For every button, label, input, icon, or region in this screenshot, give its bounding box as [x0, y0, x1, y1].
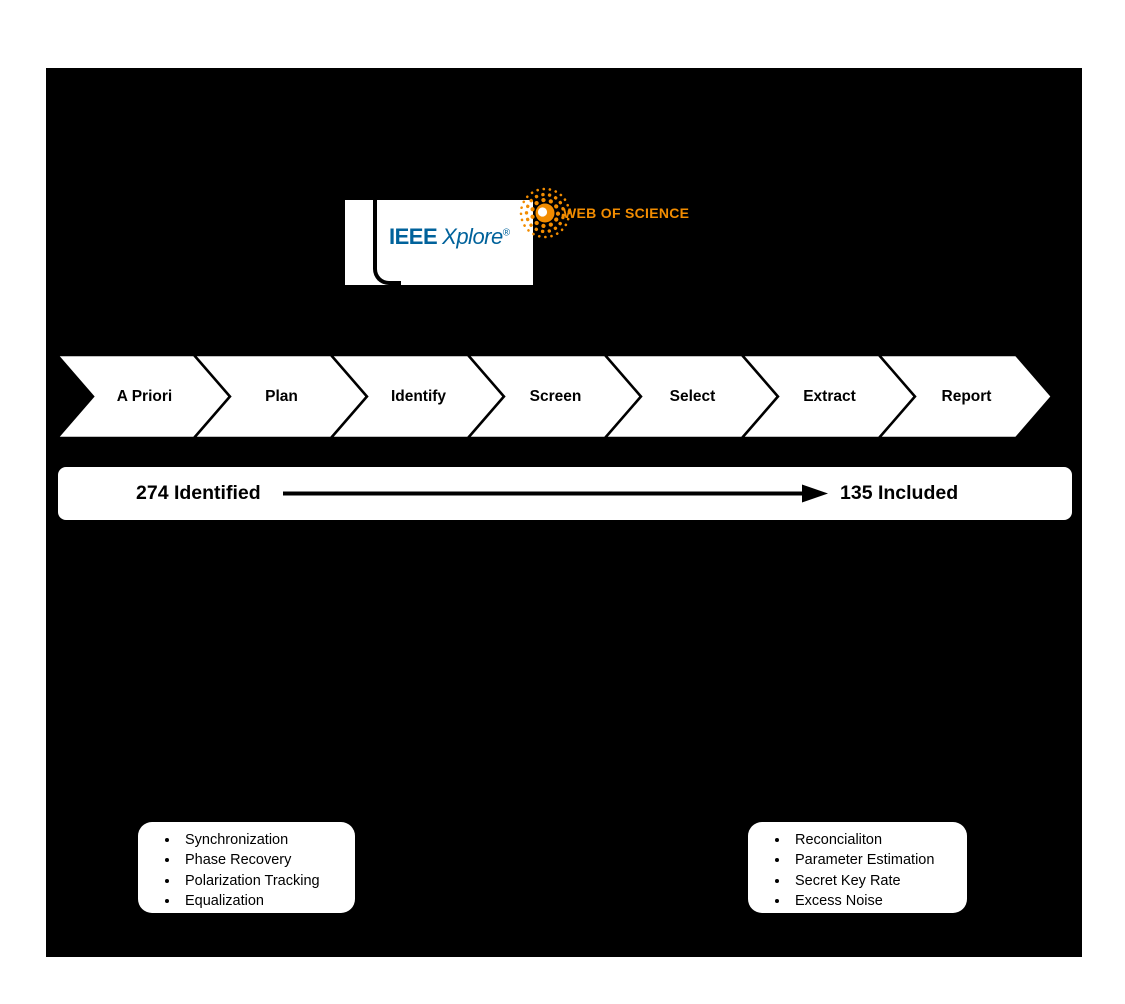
ieee-xplore-frame-icon: [373, 200, 401, 285]
left-topic-box: Synchronization Phase Recovery Polarizat…: [138, 822, 355, 913]
screening-summary-bar: 274 Identified 135 Included: [58, 467, 1072, 520]
identified-count: 274 Identified: [136, 482, 261, 504]
list-item: Secret Key Rate: [790, 871, 967, 891]
list-item: Equalization: [180, 891, 355, 911]
process-step-label: A Priori: [116, 387, 173, 405]
process-step-label: Plan: [265, 387, 298, 405]
right-topic-list: Reconcialiton Parameter Estimation Secre…: [748, 822, 967, 912]
process-step-label: Screen: [529, 387, 582, 405]
identified-to-included-arrow-icon: [283, 484, 828, 503]
ieee-wordmark-text: IEEE: [389, 224, 438, 249]
process-step-a-priori: A Priori: [54, 353, 232, 440]
list-item: Phase Recovery: [180, 850, 355, 870]
left-topic-list: Synchronization Phase Recovery Polarizat…: [138, 822, 355, 912]
list-item: Parameter Estimation: [790, 850, 967, 870]
process-step-label: Identify: [390, 387, 447, 405]
chevron-shape: [876, 353, 1054, 440]
list-item: Excess Noise: [790, 891, 967, 911]
process-step-report: Report: [876, 353, 1054, 440]
registered-mark: ®: [502, 227, 510, 239]
web-of-science-label: WEB OF SCIENCE: [563, 205, 690, 221]
right-topic-box: Reconcialiton Parameter Estimation Secre…: [748, 822, 967, 913]
process-step-label: Report: [941, 387, 992, 405]
list-item: Reconcialiton: [790, 830, 967, 850]
list-item: Polarization Tracking: [180, 871, 355, 891]
list-item: Synchronization: [180, 830, 355, 850]
process-step-label: Select: [669, 387, 716, 405]
process-step-label: Extract: [803, 387, 856, 405]
web-of-science-icon: [519, 187, 571, 239]
xplore-wordmark-text: Xplore: [442, 224, 503, 249]
included-count: 135 Included: [840, 482, 959, 504]
